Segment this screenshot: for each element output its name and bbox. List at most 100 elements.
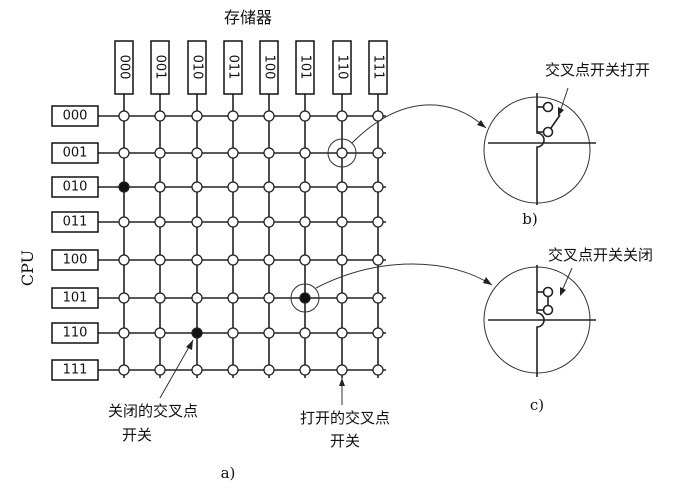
figure-b-label: 交叉点开关打开 [545, 61, 650, 79]
memory-label-text: 001 [153, 55, 168, 80]
open-crosspoint [299, 216, 311, 228]
open-crosspoint [191, 254, 203, 266]
cpu-label-text: 000 [63, 109, 88, 124]
open-node-highlight [327, 138, 357, 168]
figure-a-caption: a) [221, 464, 236, 482]
open-crosspoint [372, 327, 384, 339]
open-crosspoint [227, 292, 239, 304]
open-crosspoint [227, 147, 239, 159]
connector-to-open-detail [351, 104, 487, 144]
cpu-labels: 000 001 010 011 100 101 110 111 [51, 105, 99, 381]
open-crosspoint [191, 110, 203, 122]
closed-switch-arrow [159, 339, 194, 399]
open-crosspoint [154, 292, 166, 304]
closed-node-highlight [290, 283, 320, 313]
cpu-label-text: 110 [63, 326, 88, 341]
memory-labels: 000 001 010 011 100 101 110 111 [114, 40, 388, 95]
open-crosspoint [263, 147, 275, 159]
cpu-label-text: 111 [63, 363, 88, 378]
memory-label-text: 101 [298, 55, 313, 80]
cpu-label-100: 100 [51, 249, 99, 271]
cpu-title: CPU [18, 250, 37, 286]
open-crosspoint [336, 327, 348, 339]
cpu-label-110: 110 [51, 322, 99, 344]
memory-label-111: 111 [368, 40, 388, 95]
memory-label-text: 110 [335, 55, 350, 80]
open-crosspoint [336, 364, 348, 376]
memory-label-100: 100 [259, 40, 279, 95]
cpu-label-text: 101 [63, 291, 88, 306]
connector-arrowhead-b [477, 120, 486, 128]
open-crosspoint [118, 292, 130, 304]
open-crosspoint [299, 254, 311, 266]
open-crosspoint [336, 147, 348, 159]
memory-label-text: 011 [226, 55, 241, 80]
open-switch-label-line2: 开关 [330, 432, 360, 450]
figure-c-caption: c) [530, 396, 544, 414]
cpu-label-text: 100 [63, 253, 88, 268]
open-crosspoint [263, 364, 275, 376]
connector-to-closed-detail [315, 263, 493, 289]
figure-c-label: 交叉点开关关闭 [548, 246, 653, 264]
open-crosspoint [336, 181, 348, 193]
open-crosspoint [191, 216, 203, 228]
open-crosspoint [227, 327, 239, 339]
open-crosspoint [118, 147, 130, 159]
memory-label-text: 010 [190, 55, 205, 80]
figure-b-caption: b) [522, 210, 537, 228]
closed-switch-label-line2: 开关 [122, 426, 152, 444]
memory-label-text: 111 [371, 55, 386, 80]
open-crosspoint [336, 216, 348, 228]
open-crosspoint [299, 364, 311, 376]
open-crosspoint [191, 147, 203, 159]
open-crosspoint [263, 327, 275, 339]
cpu-label-111: 111 [51, 359, 99, 381]
open-crosspoint [227, 181, 239, 193]
memory-label-000: 000 [114, 40, 134, 95]
open-switch-arrowhead [339, 378, 345, 386]
open-crosspoint [154, 364, 166, 376]
open-crosspoint [154, 216, 166, 228]
open-crosspoint [118, 110, 130, 122]
open-crosspoint [372, 181, 384, 193]
open-crosspoint [118, 364, 130, 376]
memory-title: 存储器 [224, 8, 272, 27]
open-crosspoint [154, 147, 166, 159]
open-switch-label-line1: 打开的交叉点 [300, 409, 390, 427]
open-crosspoint [154, 254, 166, 266]
open-crosspoint [191, 292, 203, 304]
open-crosspoint [227, 364, 239, 376]
connector-arrowhead-c [483, 277, 492, 285]
cpu-label-text: 011 [63, 215, 88, 230]
open-crosspoint [372, 292, 384, 304]
memory-label-text: 000 [117, 55, 132, 80]
open-crosspoint [118, 327, 130, 339]
open-crosspoint [191, 364, 203, 376]
open-crosspoint [263, 110, 275, 122]
open-crosspoint [372, 254, 384, 266]
memory-label-010: 010 [187, 40, 207, 95]
cpu-label-text: 001 [63, 146, 88, 161]
open-crosspoint [118, 216, 130, 228]
open-crosspoint [336, 110, 348, 122]
open-crosspoint [191, 181, 203, 193]
cpu-label-001: 001 [51, 142, 99, 164]
open-crosspoint [372, 364, 384, 376]
open-crosspoint [299, 147, 311, 159]
open-crosspoint [154, 110, 166, 122]
cpu-label-000: 000 [51, 105, 99, 127]
closed-switch-label-line1: 关闭的交叉点 [108, 402, 198, 420]
detail-view-closed: 交叉点开关关闭 c) [483, 246, 653, 414]
memory-label-110: 110 [332, 40, 352, 95]
crosspoint-nodes [118, 110, 384, 376]
open-crosspoint [227, 216, 239, 228]
open-crosspoint [372, 216, 384, 228]
open-crosspoint [336, 254, 348, 266]
open-crosspoint [263, 292, 275, 304]
cpu-label-010: 010 [51, 176, 99, 198]
memory-label-text: 100 [262, 55, 277, 80]
memory-label-011: 011 [223, 40, 243, 95]
open-crosspoint [227, 254, 239, 266]
cpu-label-text: 010 [63, 180, 88, 195]
closed-crosspoint [191, 327, 203, 339]
